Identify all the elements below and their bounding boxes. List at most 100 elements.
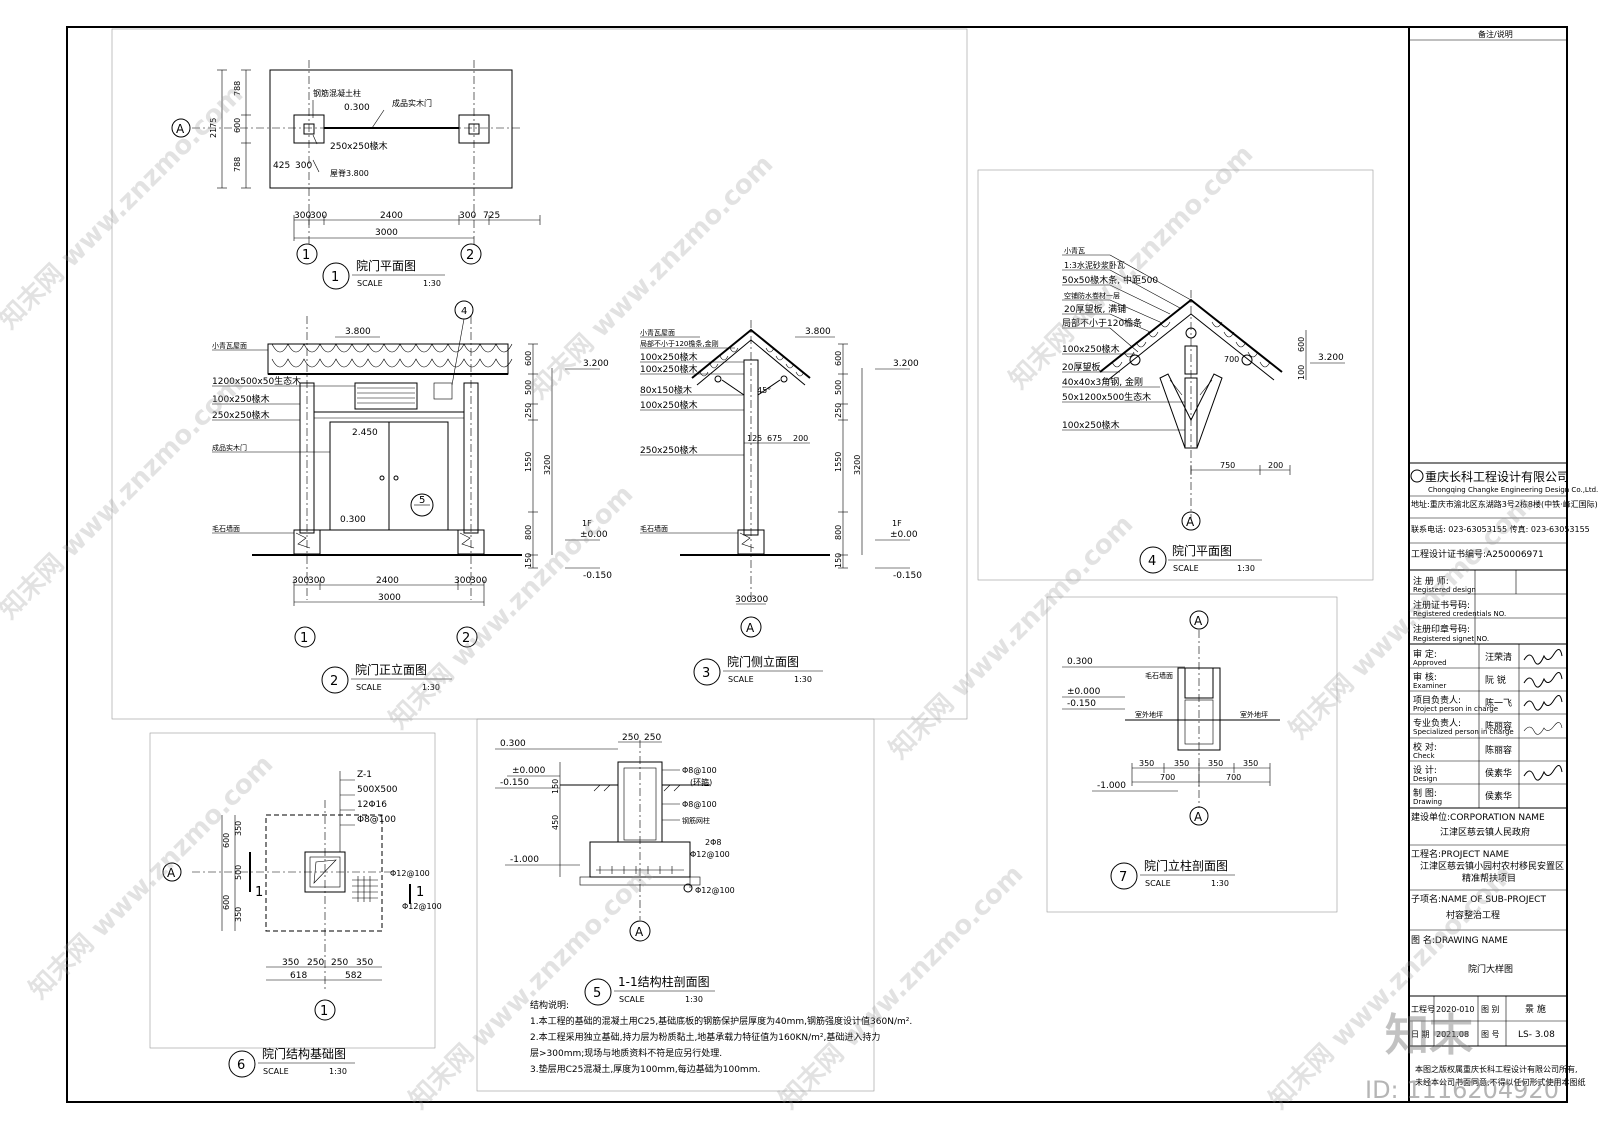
- tb-r1c: 图 别: [1481, 1005, 1500, 1014]
- tb-company: 重庆长科工程设计有限公司: [1425, 469, 1569, 484]
- d3-elev-3200: 3.200: [893, 359, 919, 369]
- d3-d300b: 300: [751, 595, 768, 605]
- d6-dim-v4: 600: [222, 895, 231, 910]
- company-logo: [1410, 469, 1424, 483]
- drawing-2-front-elevation: 小青瓦屋面 1200x500x50生态木 100x250椽木 250x250椽木…: [212, 300, 612, 694]
- d7-dim-h5: 700: [1160, 773, 1175, 782]
- d7-dim-h1: 350: [1139, 759, 1154, 768]
- tb-sign-3-en: Specialized person in charge: [1413, 728, 1514, 736]
- d4-axis-a: A: [1186, 515, 1195, 529]
- tb-sign-0-en: Approved: [1413, 659, 1447, 667]
- tb-sign-3-name: 陈丽容: [1485, 720, 1512, 732]
- d3-label-l4: 80x150椽木: [640, 384, 692, 396]
- watermark-4: 知末网 www.znzmo.com: [384, 479, 639, 734]
- d6-dim-h6: 582: [345, 971, 362, 981]
- d5-d1: 250: [622, 733, 639, 743]
- tb-corp-label: 建设单位:CORPORATION NAME: [1411, 811, 1545, 823]
- d2-floor: 1F: [582, 519, 592, 528]
- tb-sign-5-name: 侯素华: [1485, 767, 1512, 779]
- d2-dim-v5: 800: [524, 525, 533, 540]
- d3-label-stone: 毛石墙面: [640, 524, 668, 533]
- d2-h2450: 2.450: [352, 428, 378, 438]
- tb-sign-4-name: 陈丽容: [1485, 744, 1512, 756]
- tb-sign-3-cn: 专业负责人:: [1413, 717, 1461, 729]
- d5-title: 1-1结构柱剖面图: [618, 974, 710, 989]
- d3-d125: 125: [747, 434, 762, 443]
- d2-callout-4: 4: [461, 306, 467, 317]
- d7-num: 7: [1119, 870, 1127, 885]
- d1-dim-h6: 3000: [375, 228, 398, 238]
- d4-label-1: 1:3水泥砂浆卧瓦: [1064, 260, 1125, 270]
- d1-label-gate: 成品实木门: [392, 98, 432, 108]
- tb-copyright1: 本图之版权属重庆长科工程设计有限公司所有,: [1415, 1064, 1578, 1074]
- d3-label-l2: 100x250椽木: [640, 351, 698, 363]
- d6-axis-1: 1: [320, 1004, 328, 1019]
- d2-callout-5: 5: [419, 495, 425, 506]
- d1-axis-a: A: [176, 122, 185, 136]
- d2-h0300: 0.300: [340, 515, 366, 525]
- tb-reg-0-en: Registered design: [1413, 586, 1476, 594]
- d1-label-timber: 250x250椽木: [330, 140, 388, 152]
- d2-label-beam3: 250x250椽木: [212, 409, 270, 421]
- d5-r2: Φ8@100: [682, 800, 717, 809]
- d2-dim-h4: 300: [454, 576, 471, 586]
- tb-sign-5-cn: 设 计:: [1413, 764, 1437, 776]
- d5-v2: 450: [551, 815, 560, 830]
- d1-num: 1: [331, 270, 339, 285]
- tb-reg-0-cn: 注 册 师:: [1413, 575, 1449, 587]
- d6-axis-a: A: [167, 866, 176, 880]
- drawing-6-foundation-plan: Z-1 500X500 12Φ16 Φ8@100 Φ12@100 Φ12@100…: [162, 770, 442, 1078]
- d4-label-2: 50x50椽木条, 中距500: [1062, 274, 1158, 286]
- d1-label-425: 425: [273, 161, 290, 171]
- tb-reg-2-en: Registered signet NO.: [1413, 635, 1489, 643]
- d2-label-beam1: 1200x500x50生态木: [212, 375, 301, 387]
- d4-num: 4: [1148, 554, 1156, 569]
- d2-dim-v2: 500: [524, 380, 533, 395]
- d3-dim-v1: 600: [834, 351, 843, 366]
- d5-r1: Φ8@100: [682, 766, 717, 775]
- d7-e3: -0.150: [1067, 699, 1096, 709]
- tb-project-value1: 江津区慈云镇小园村农村移民安置区: [1420, 860, 1564, 872]
- d2-dim-h5: 300: [470, 576, 487, 586]
- frame-d4: [977, 169, 1374, 581]
- frame-d6: [149, 732, 436, 1049]
- tb-sign-1-en: Examiner: [1413, 682, 1446, 690]
- d3-label-l6: 250x250椽木: [640, 444, 698, 456]
- d2-dim-v3: 250: [524, 403, 533, 418]
- d6-dim-v3: 500: [234, 865, 243, 880]
- d5-r5: Φ12@100: [690, 850, 730, 859]
- d6-dim-h4: 350: [356, 958, 373, 968]
- d2-scale-value: 1:30: [422, 683, 440, 692]
- tb-corp-value: 江津区慈云镇人民政府: [1440, 826, 1530, 838]
- d7-stone: 毛石墙面: [1145, 671, 1173, 680]
- d2-num: 2: [330, 674, 338, 689]
- tb-sign-0-cn: 审 定:: [1413, 648, 1437, 660]
- d5-note-2: 2.本工程采用独立基础,持力层为粉质黏土,地基承载力特征值为160KN/m²,基…: [530, 1031, 880, 1043]
- frame-d5: [476, 718, 875, 1092]
- d3-dim-v2: 500: [834, 380, 843, 395]
- d3-axis-a: A: [746, 621, 755, 635]
- d6-sec1: 1: [255, 885, 263, 900]
- tb-sign-6-name: 侯素华: [1485, 790, 1512, 802]
- tb-sign-6-en: Drawing: [1413, 798, 1442, 806]
- d6-r1: Φ12@100: [390, 869, 430, 878]
- d4-scale-value: 1:30: [1237, 564, 1255, 573]
- d6-dim-h2: 250: [307, 958, 324, 968]
- tb-sign-2-cn: 项目负责人:: [1413, 694, 1461, 706]
- drawing-1-plan: 788 600 788 2175 A 钢筋混凝土柱 0.300 成品实木门 25…: [171, 60, 541, 290]
- d1-dim-v3: 788: [233, 157, 242, 172]
- d5-e4: -1.000: [510, 855, 539, 865]
- d3-num: 3: [702, 666, 710, 681]
- d3-angle: 45°: [757, 386, 771, 395]
- d3-title: 院门侧立面图: [727, 654, 799, 669]
- id-watermark: ID: 1116204920: [1365, 1076, 1559, 1104]
- d3-d675: 675: [767, 434, 782, 443]
- d4-dim-200: 200: [1268, 461, 1283, 470]
- d2-scale-label: SCALE: [356, 683, 382, 692]
- d1-title: 院门平面图: [356, 258, 416, 273]
- d7-e4: -1.000: [1097, 781, 1126, 791]
- d1-label-0300: 0.300: [344, 103, 370, 113]
- d4-dim-750: 750: [1220, 461, 1235, 470]
- d4-scale-label: SCALE: [1173, 564, 1199, 573]
- d3-label-roof: 小青瓦屋面: [640, 328, 675, 337]
